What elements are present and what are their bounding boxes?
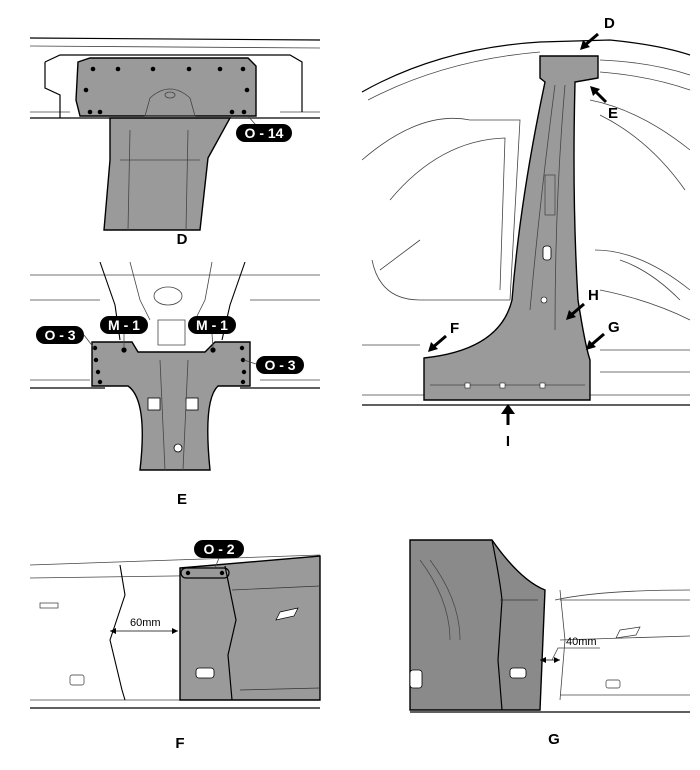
view-g: 40mm G <box>409 539 691 748</box>
arrow-i <box>501 404 515 425</box>
callout-o3-right: O - 3 <box>264 357 295 373</box>
callout-o3-left: O - 3 <box>44 327 75 343</box>
callout-m1-left: M - 1 <box>108 317 140 333</box>
label-i: I <box>506 433 510 450</box>
arrow-h <box>566 302 585 320</box>
view-d: O - 14 D <box>29 37 321 248</box>
b-pillar-part <box>423 55 599 401</box>
callout-o14-badge <box>236 124 292 142</box>
dimension-60mm: 60mm <box>130 617 161 629</box>
section-g <box>409 539 546 711</box>
dimension-40mm: 40mm <box>566 636 597 648</box>
callout-o2: O - 2 <box>203 541 234 557</box>
caption-g: G <box>548 731 560 748</box>
lower-plate-e <box>91 341 251 471</box>
callout-m1-right-badge <box>188 316 236 334</box>
label-h: H <box>588 287 599 304</box>
callout-m1-right: M - 1 <box>196 317 228 333</box>
section-f <box>179 555 321 701</box>
callout-o14: O - 14 <box>245 125 284 141</box>
weld-points-d <box>83 66 250 115</box>
callout-m1-left-badge <box>100 316 148 334</box>
arrow-d <box>580 32 599 50</box>
caption-f: F <box>175 735 184 752</box>
pillar-lower-d <box>103 117 232 231</box>
label-d: D <box>604 15 615 32</box>
view-e: O - 3 O - 3 M - 1 M - 1 E <box>30 261 320 508</box>
label-f: F <box>450 320 459 337</box>
arrow-g <box>586 332 605 350</box>
callout-o3-left-badge <box>36 326 84 344</box>
label-e: E <box>608 105 618 122</box>
top-plate-d <box>75 57 257 117</box>
overview-view: D E F H G I <box>361 15 691 450</box>
weld-points-e <box>92 345 247 385</box>
caption-e: E <box>177 491 187 508</box>
callout-o3-right-badge <box>256 356 304 374</box>
arrow-e <box>590 86 608 104</box>
label-g: G <box>608 319 620 336</box>
caption-d: D <box>177 231 188 248</box>
view-f: 60mm O - 2 F <box>29 540 321 752</box>
arrow-f <box>428 334 447 352</box>
callout-o2-badge <box>194 540 244 558</box>
